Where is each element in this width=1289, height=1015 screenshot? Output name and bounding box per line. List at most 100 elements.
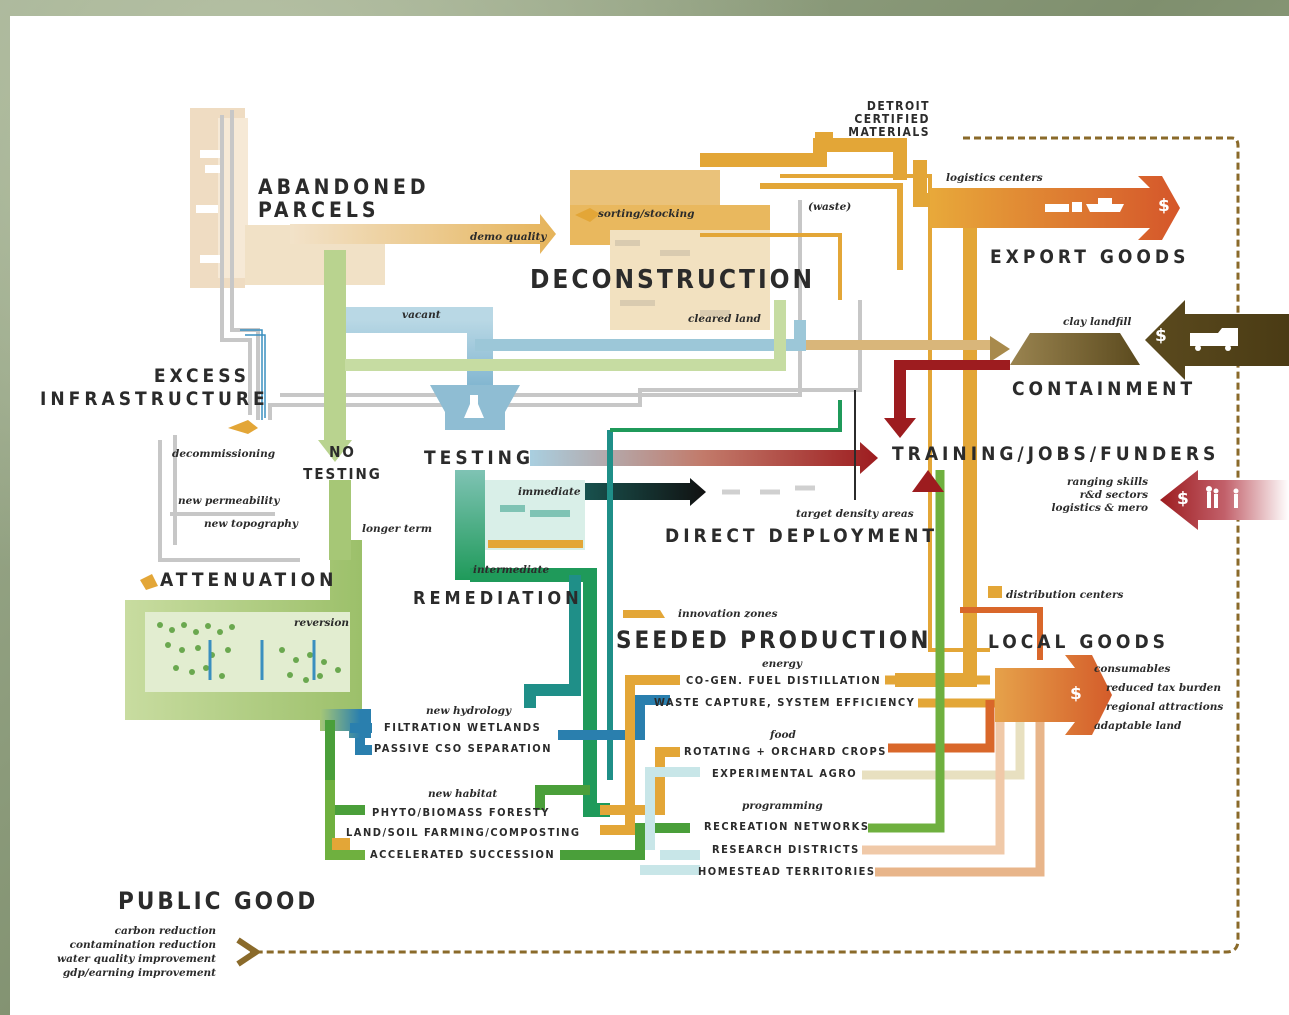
research-label: RESEARCH DISTRICTS <box>712 843 860 856</box>
accelerated-label: ACCELERATED SUCCESSION <box>370 848 556 861</box>
lightblue-line <box>475 320 806 351</box>
training-list: ranging skills r&d sectors logistics & m… <box>1040 476 1149 515</box>
deployment-dashes <box>722 485 815 495</box>
longer-term-label: longer term <box>362 523 433 535</box>
list-item: gdp/earning improvement <box>62 967 216 979</box>
testing-title: TESTING <box>424 447 535 469</box>
containment-dollar-sign: $ <box>1155 326 1167 346</box>
distribution-centers-label: distribution centers <box>1006 589 1124 601</box>
lime-return <box>345 300 786 371</box>
waste-capture-label: WASTE CAPTURE, SYSTEM EFFICIENCY <box>654 696 916 709</box>
deconstruction-block <box>570 170 770 330</box>
list-item: carbon reduction <box>114 925 216 937</box>
vacant-flow <box>340 307 493 390</box>
cleared-land-label: cleared land <box>688 313 761 325</box>
cogen-label: CO-GEN. FUEL DISTILLATION <box>686 674 882 687</box>
testing-training-arrow <box>530 442 878 474</box>
local-up-red-head <box>912 470 944 492</box>
funders-dollar-sign: $ <box>1177 489 1189 509</box>
list-item: ranging skills <box>1067 476 1148 488</box>
small-icons <box>140 132 1002 850</box>
no-testing-head <box>318 440 352 462</box>
innovation-zones-label: innovation zones <box>678 608 778 620</box>
local-goods-arrow <box>995 655 1112 735</box>
gold-thin-2 <box>780 174 990 652</box>
remediation-block <box>455 470 585 580</box>
list-item: logistics & mero <box>1051 502 1149 514</box>
green-to-training <box>610 400 842 432</box>
sorting-stocking-label: sorting/stocking <box>598 208 695 220</box>
decommissioning-label: decommissioning <box>172 448 276 460</box>
phyto-label: PHYTO/BIOMASS FORESTY <box>372 806 550 819</box>
teal-hydrology <box>524 575 581 708</box>
gold-thin <box>760 183 903 270</box>
demo-flow-arrow <box>290 214 556 254</box>
public-good-title: PUBLIC GOOD <box>118 887 319 915</box>
food-label: food <box>770 729 796 741</box>
waste-label: (waste) <box>808 201 852 213</box>
seeded-connectors <box>535 675 700 875</box>
truck-boat-icon <box>1045 198 1124 212</box>
seeded-production-title: SEEDED PRODUCTION <box>616 626 932 654</box>
land-soil-label: LAND/SOIL FARMING/COMPOSTING <box>346 826 581 839</box>
list-item: consumables <box>1094 663 1171 675</box>
people-icon <box>1206 486 1239 508</box>
red-to-training-head <box>884 418 916 438</box>
vacant-label: vacant <box>402 309 441 321</box>
gold-to-waste <box>700 233 842 300</box>
direct-deployment-title: DIRECT DEPLOYMENT <box>665 525 939 547</box>
containment-arrow-head <box>990 336 1010 362</box>
training-title: TRAINING/JOBS/FUNDERS <box>892 443 1220 465</box>
export-goods-title: EXPORT GOODS <box>990 246 1190 268</box>
list-item: regional attractions <box>1106 701 1224 713</box>
rotating-label: ROTATING + ORCHARD CROPS <box>684 745 887 758</box>
experimental-label: EXPERIMENTAL AGRO <box>712 767 858 780</box>
blue-thin-lines <box>240 329 266 420</box>
recreation-label: RECREATION NETWORKS <box>704 820 870 833</box>
logistics-centers-label: logistics centers <box>946 172 1043 184</box>
attenuation-title: ATTENUATION <box>160 569 338 591</box>
target-density-label: target density areas <box>796 508 914 520</box>
local-goods-title: LOCAL GOODS <box>988 631 1169 653</box>
containment-mound <box>1010 333 1140 365</box>
deconstruction-title: DECONSTRUCTION <box>530 265 816 295</box>
reversion-label: reversion <box>294 617 350 629</box>
public-good-list: carbon reduction contamination reduction… <box>30 924 216 980</box>
attenuation-drops <box>208 640 316 680</box>
attenuation-trees <box>157 622 341 683</box>
output-channels <box>862 470 1045 877</box>
list-item: reduced tax burden <box>1106 682 1221 694</box>
energy-label: energy <box>762 658 802 670</box>
dump-truck-icon <box>1190 328 1238 351</box>
export-dollar-sign: $ <box>1158 196 1170 216</box>
homestead-label: HOMESTEAD TERRITORIES <box>698 865 876 878</box>
local-dollar-sign: $ <box>1070 684 1082 704</box>
list-item: r&d sectors <box>1079 489 1148 501</box>
local-goods-list: consumables reduced tax burden regional … <box>1094 660 1223 736</box>
remediation-title: REMEDIATION <box>413 588 583 609</box>
new-hydrology-label: new hydrology <box>426 705 512 717</box>
passive-label: PASSIVE CSO SEPARATION <box>374 742 552 755</box>
new-topography-label: new topography <box>204 518 298 530</box>
funders-inbound-arrow <box>1160 470 1289 530</box>
distribution-line <box>960 607 1043 660</box>
demo-quality-label: demo quality <box>470 231 547 243</box>
attenuation-outputs <box>325 720 372 860</box>
new-permeability-label: new permeability <box>178 495 280 507</box>
list-item: contamination reduction <box>69 939 216 951</box>
programming-label: programming <box>742 800 823 812</box>
clay-landfill-label: clay landfill <box>1063 316 1132 328</box>
intermediate-label: intermediate <box>473 564 550 576</box>
new-habitat-label: new habitat <box>428 788 498 800</box>
immediate-label: immediate <box>518 486 581 498</box>
containment-title: CONTAINMENT <box>1012 378 1197 400</box>
return-loop-dashed <box>236 136 1240 967</box>
list-item: adaptable land <box>1094 720 1182 732</box>
filtration-label: FILTRATION WETLANDS <box>384 721 542 734</box>
flask-icon <box>464 395 484 418</box>
